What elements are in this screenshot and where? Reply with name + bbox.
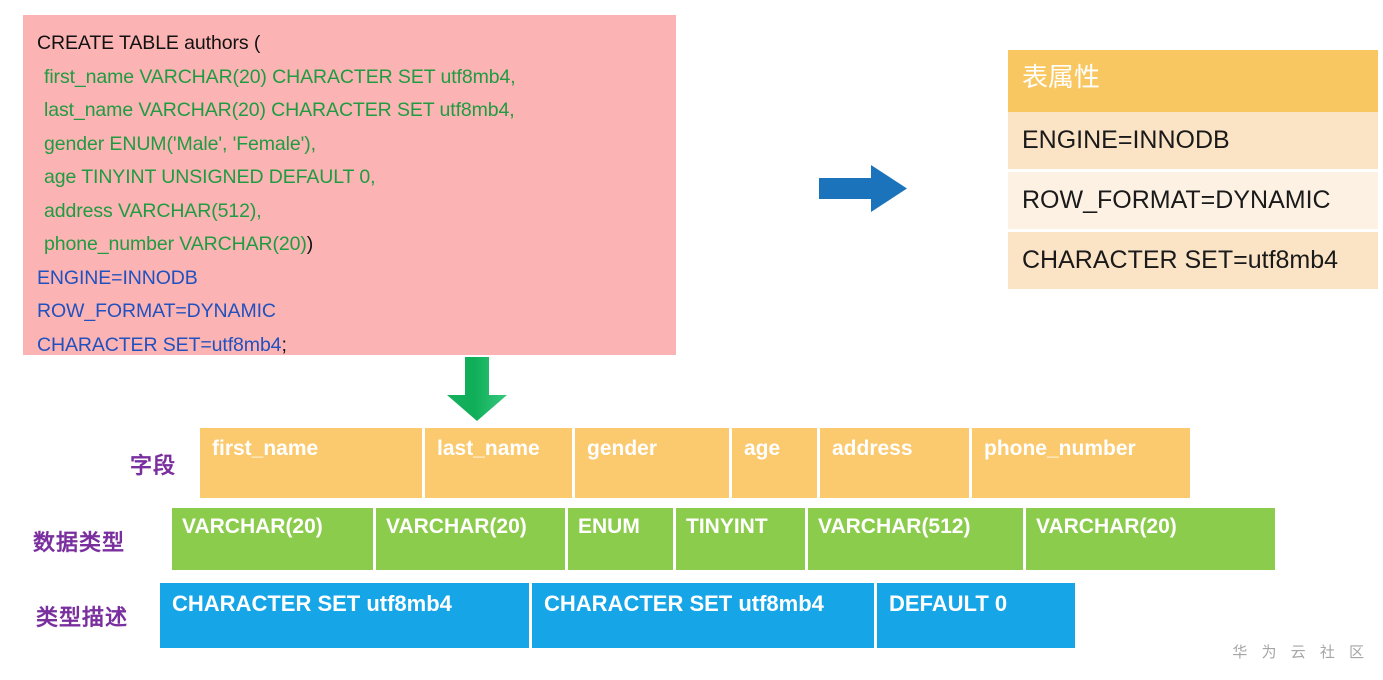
description-cell: CHARACTER SET utf8mb4 [532,583,877,648]
datatype-row-label: 数据类型 [33,530,126,555]
sql-line: ROW_FORMAT=DYNAMIC [37,295,662,329]
datatype-cell: VARCHAR(20) [376,508,568,570]
sql-line: CHARACTER SET=utf8mb4; [37,329,662,363]
sql-line-text: age TINYINT UNSIGNED DEFAULT 0, [44,166,376,188]
description-cell: DEFAULT 0 [877,583,1075,648]
datatype-cell: ENUM [568,508,676,570]
attribute-row: CHARACTER SET=utf8mb4 [1008,232,1378,292]
down-arrow-svg [447,357,507,421]
watermark-text: 华 为 云 社 区 [1232,644,1369,661]
description-cell: CHARACTER SET utf8mb4 [160,583,532,648]
sql-line: phone_number VARCHAR(20)) [37,228,662,262]
sql-line: gender ENUM('Male', 'Female'), [37,128,662,162]
sql-line: first_name VARCHAR(20) CHARACTER SET utf… [37,61,662,95]
datatype-cell: VARCHAR(20) [172,508,376,570]
attribute-row: ENGINE=INNODB [1008,112,1378,172]
table-attributes-panel: 表属性 ENGINE=INNODB ROW_FORMAT=DYNAMIC CHA… [1008,50,1378,292]
sql-line-tail: ; [281,333,287,356]
sql-line-text: address VARCHAR(512), [44,199,262,222]
sql-line: ENGINE=INNODB [37,262,662,296]
field-cell: last_name [425,428,575,498]
sql-line-text: ENGINE=INNODB [37,266,198,289]
right-arrow-svg [819,165,907,212]
sql-line: CREATE TABLE authors ( [37,27,662,61]
sql-line: address VARCHAR(512), [37,195,662,229]
sql-line-text: CHARACTER SET=utf8mb4 [37,333,282,356]
attribute-row: ROW_FORMAT=DYNAMIC [1008,172,1378,232]
sql-line: age TINYINT UNSIGNED DEFAULT 0, [37,161,662,195]
sql-line-text: gender ENUM('Male', 'Female'), [44,132,316,155]
datatype-cell: VARCHAR(512) [808,508,1026,570]
field-cell: phone_number [972,428,1190,498]
sql-line-text: phone_number VARCHAR(20) [44,233,307,255]
datatype-cell: TINYINT [676,508,808,570]
sql-line-tail: ) [306,233,314,255]
sql-line: last_name VARCHAR(20) CHARACTER SET utf8… [37,94,662,128]
field-cell: age [732,428,820,498]
sql-line-text: ROW_FORMAT=DYNAMIC [37,300,276,322]
field-cell: address [820,428,972,498]
blue-right-arrow-icon [819,165,907,212]
sql-code-block: CREATE TABLE authors ( first_name VARCHAR… [23,15,676,356]
table-attributes-header: 表属性 [1008,50,1378,112]
datatype-cell: VARCHAR(20) [1026,508,1275,570]
sql-line-text: last_name VARCHAR(20) CHARACTER SET utf8… [44,99,515,121]
sql-line-text: first_name VARCHAR(20) CHARACTER SET utf… [44,65,516,88]
sql-line-text: CREATE TABLE authors ( [37,32,261,54]
field-cell: gender [575,428,732,498]
field-row-label: 字段 [130,453,177,478]
description-row-label: 类型描述 [36,605,129,630]
field-cell: first_name [200,428,425,498]
green-down-arrow-icon [447,357,507,421]
